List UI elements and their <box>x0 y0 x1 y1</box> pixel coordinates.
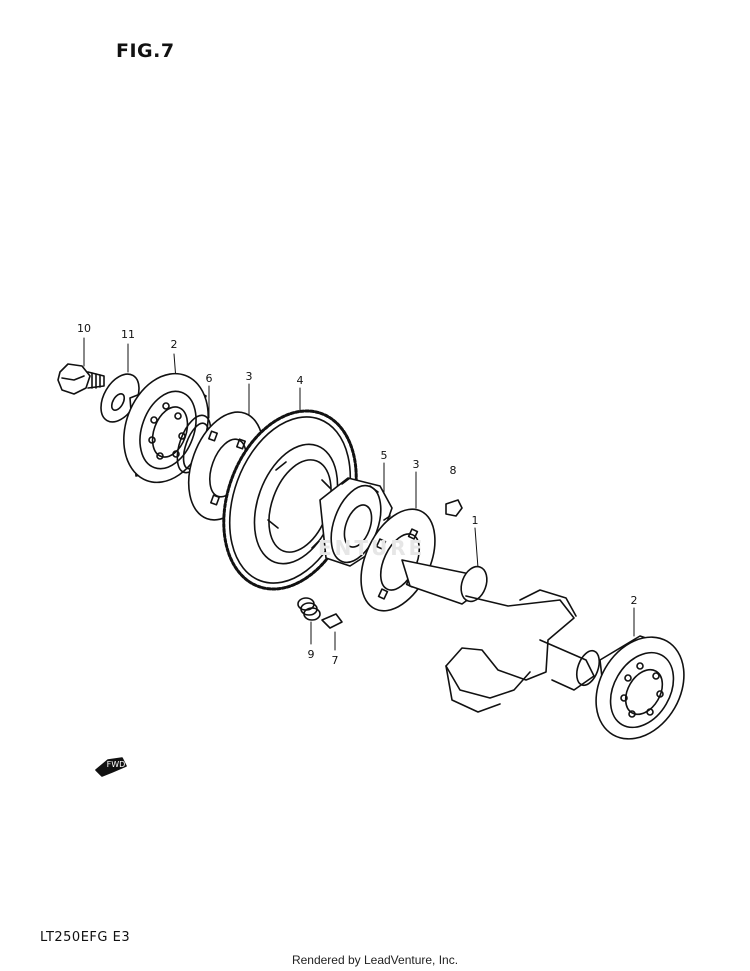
callout-5: 5 <box>380 449 388 462</box>
callout-10: 10 <box>77 322 91 335</box>
fwd-label: FWD <box>106 760 126 769</box>
footer-credit: Rendered by LeadVenture, Inc. <box>291 953 459 967</box>
callout-1: 1 <box>471 514 479 527</box>
callout-9: 9 <box>307 648 315 661</box>
figure-title: FIG.7 <box>116 40 175 62</box>
model-code: LT250EFG E3 <box>40 930 131 945</box>
watermark-text: ENTURE <box>318 536 426 560</box>
callout-2-left: 2 <box>170 338 178 351</box>
callout-7: 7 <box>331 654 339 667</box>
callout-3-right: 3 <box>412 458 420 471</box>
balancer-shaft-part <box>401 559 601 713</box>
callout-3-left: 3 <box>245 370 253 383</box>
spring-part <box>297 597 321 621</box>
callout-8: 8 <box>449 464 457 477</box>
driven-gear-part <box>222 409 358 591</box>
callout-11: 11 <box>121 328 135 341</box>
bolt-part <box>57 363 105 395</box>
bearing-right-part <box>595 635 685 740</box>
forward-arrow-icon <box>95 757 127 777</box>
pin-part <box>321 613 343 629</box>
callout-2-right: 2 <box>630 594 638 607</box>
key-part <box>445 499 463 517</box>
callout-4: 4 <box>296 374 304 387</box>
callout-6: 6 <box>205 372 213 385</box>
bearing-left-part <box>123 372 209 484</box>
